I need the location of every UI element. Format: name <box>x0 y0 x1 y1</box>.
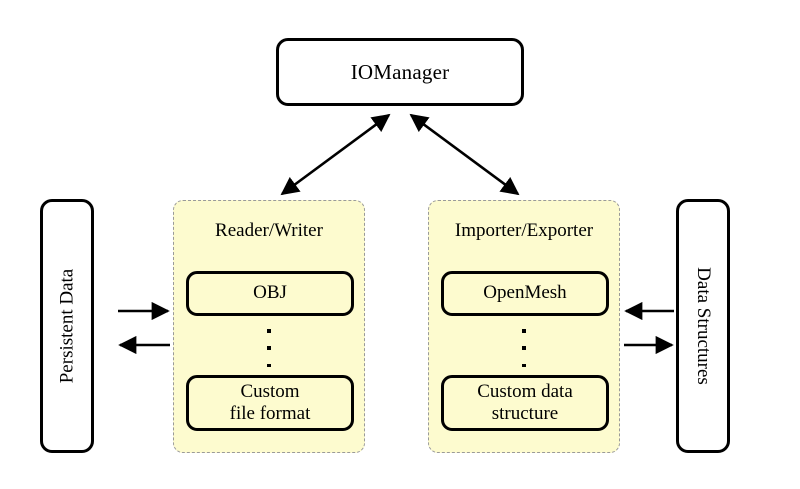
importer-exporter-panel[interactable]: Importer/Exporter OpenMesh Custom data s… <box>428 200 620 453</box>
importer-exporter-ellipsis-icon <box>429 329 619 367</box>
node-obj[interactable]: OBJ <box>186 271 354 316</box>
node-openmesh[interactable]: OpenMesh <box>441 271 609 316</box>
iomanager-label: IOManager <box>350 59 450 84</box>
iomanager-box[interactable]: IOManager <box>276 38 524 106</box>
node-custom-data-structure[interactable]: Custom data structure <box>441 375 609 431</box>
node-custom-data-structure-line1: Custom data <box>477 380 573 402</box>
data-structures-label: Data Structures <box>693 267 714 385</box>
node-custom-data-structure-label: Custom data structure <box>477 381 573 425</box>
arrow-iomanager-readerwriter <box>280 113 391 196</box>
node-custom-data-structure-line2: structure <box>491 403 559 424</box>
node-custom-file-format-label: Custom file format <box>230 381 311 425</box>
importer-exporter-title: Importer/Exporter <box>454 220 594 241</box>
persistent-data-label: Persistent Data <box>56 268 78 384</box>
node-custom-file-format-line2: file format <box>229 403 311 424</box>
node-custom-file-format-line1: Custom <box>240 380 300 402</box>
reader-writer-panel[interactable]: Reader/Writer OBJ Custom file format <box>173 200 365 453</box>
reader-writer-title: Reader/Writer <box>215 220 323 241</box>
arrow-iomanager-importerexporter <box>409 113 520 196</box>
data-structures-box[interactable]: Data Structures <box>676 199 730 453</box>
reader-writer-ellipsis-icon <box>174 329 364 367</box>
node-obj-label: OBJ <box>253 282 287 304</box>
node-openmesh-label: OpenMesh <box>483 282 567 304</box>
persistent-data-box[interactable]: Persistent Data <box>40 199 94 453</box>
node-custom-file-format[interactable]: Custom file format <box>186 375 354 431</box>
